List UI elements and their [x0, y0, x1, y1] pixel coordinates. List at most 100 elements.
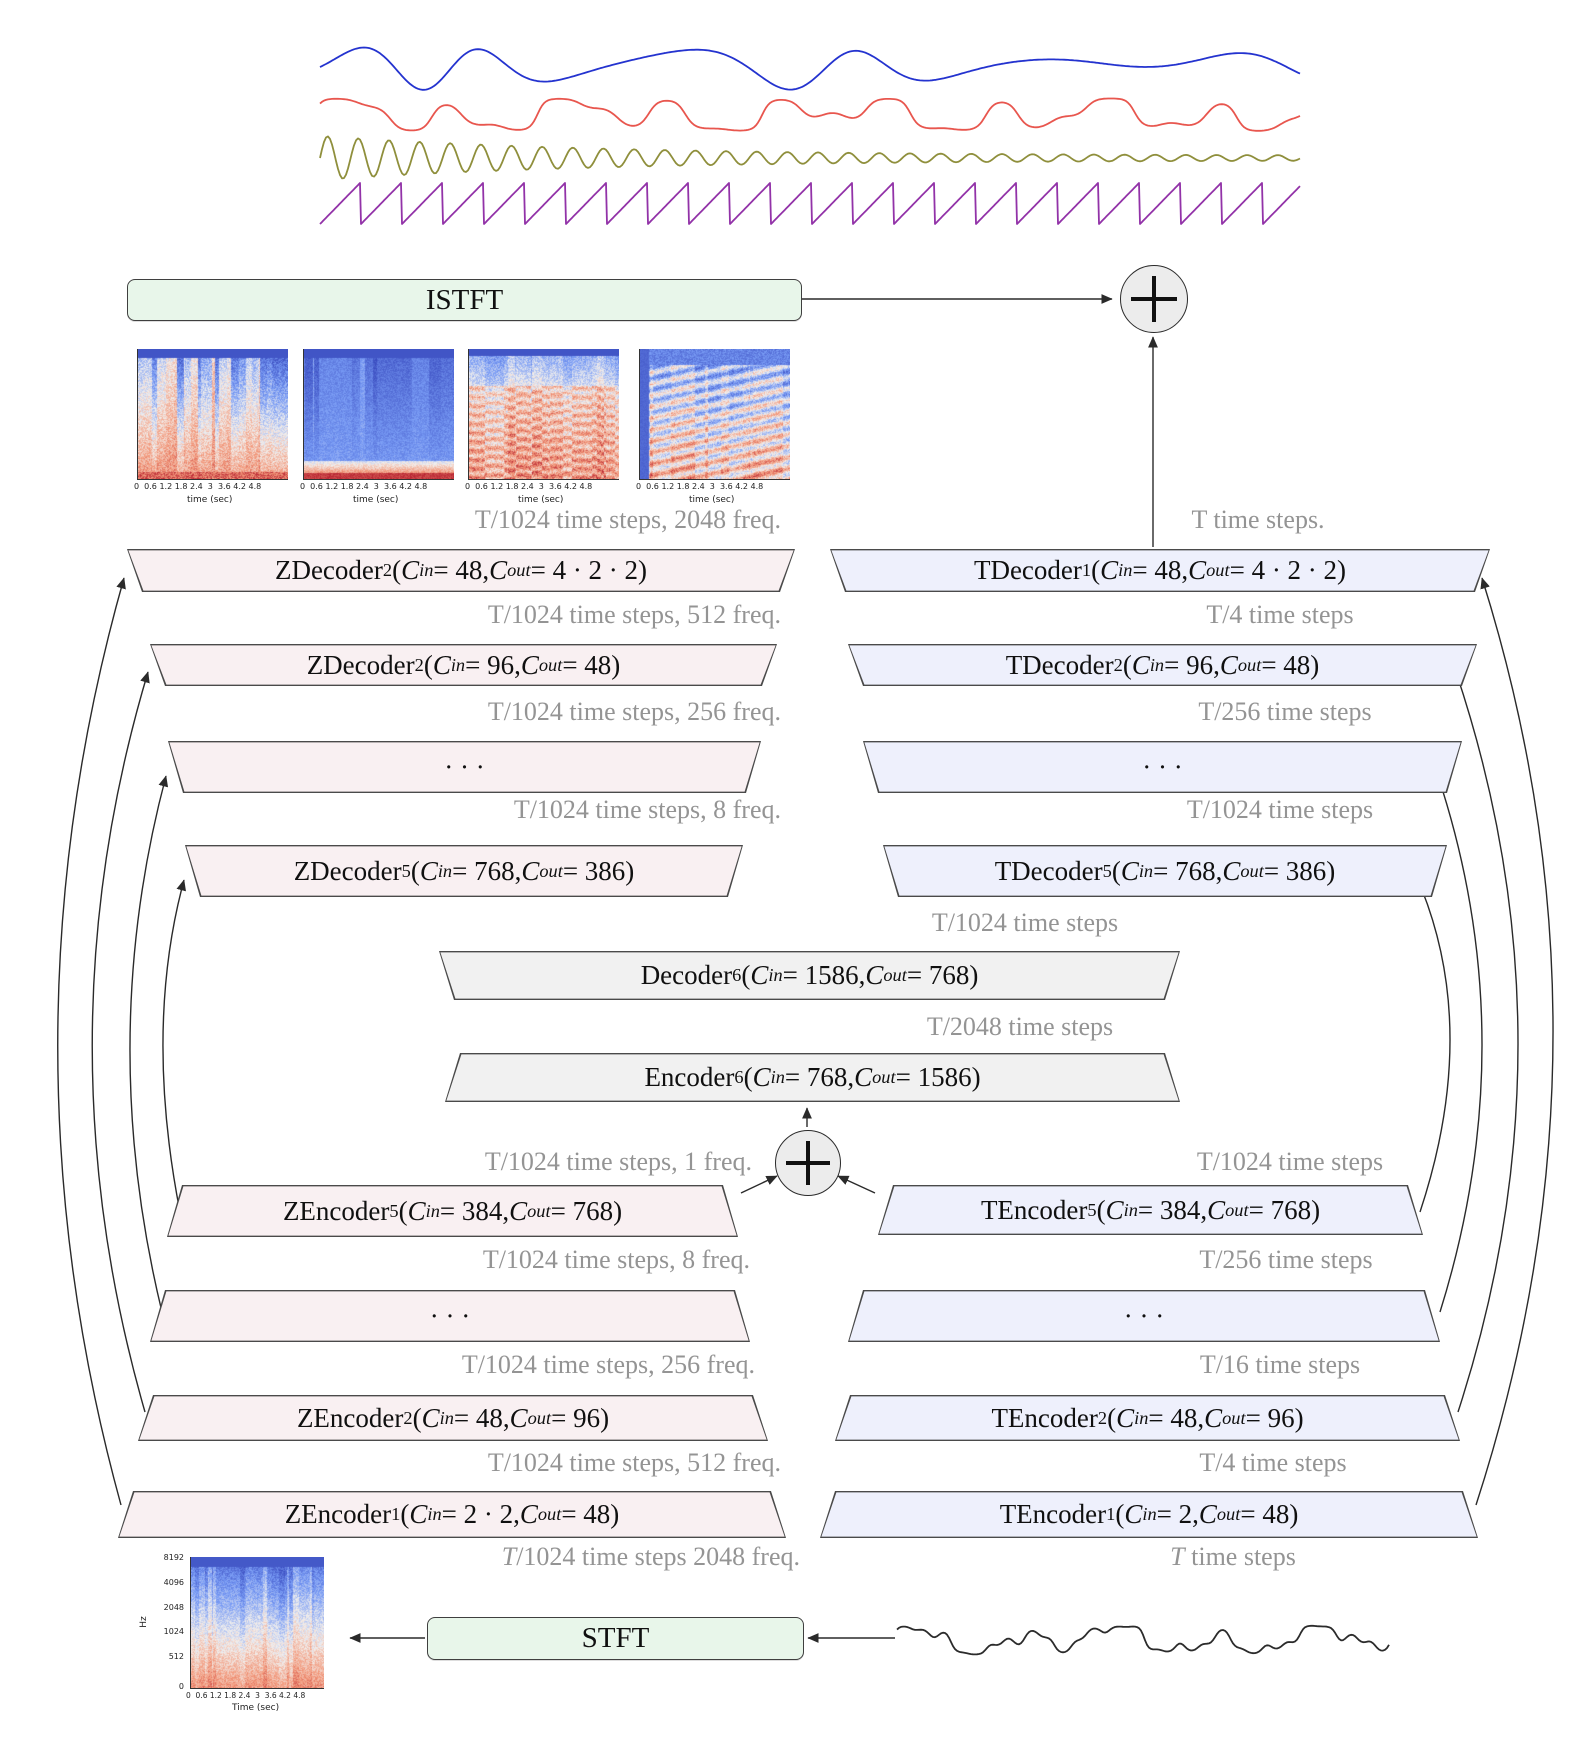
tencoder-ellipsis-label: · · ·	[1123, 1300, 1165, 1331]
spectrogram-xticks: 0 0.6 1.2 1.8 2.4 3 3.6 4.2 4.8	[134, 482, 262, 491]
caption-z-enc-3: T/1024 time steps, 256 freq.	[461, 1350, 755, 1379]
caption-t-out-1: T time steps.	[1191, 505, 1325, 534]
caption-t-enc-5: T/1024 time steps	[1196, 1147, 1384, 1176]
spectrogram-xlabel: time (sec)	[187, 495, 233, 505]
spectrogram-bass-image	[303, 349, 454, 480]
spectrogram-other: 0 0.6 1.2 1.8 2.4 3 3.6 4.2 4.8 time (se…	[465, 349, 619, 505]
spectrogram-ylabel: Hz	[138, 1616, 149, 1628]
spectrogram-vocals: 0 0.6 1.2 1.8 2.4 3 3.6 4.2 4.8 time (se…	[636, 349, 790, 505]
spectrogram-mixture: 8192 4096 2048 1024 512 0 Hz 0 0.6 1.2 1…	[139, 1553, 324, 1713]
spectrogram-xticks: 0 0.6 1.2 1.8 2.4 3 3.6 4.2 4.8	[636, 482, 764, 491]
skip-arrow-z1	[57, 577, 126, 1506]
spectrogram-vocals-image	[639, 349, 790, 480]
caption-z-enc-5: T/1024 time steps, 1 freq.	[484, 1147, 752, 1176]
zdecoder-ellipsis-label: · · ·	[444, 751, 485, 782]
caption-t-enc-3: T/16 time steps	[1199, 1350, 1361, 1379]
waveform-vocals-output	[319, 182, 1301, 225]
spectrogram-ytick: 1024	[163, 1627, 184, 1636]
spectrogram-ytick: 4096	[163, 1578, 184, 1587]
sum-node-bottleneck	[775, 1130, 841, 1196]
tdecoder-ellipsis-box: · · ·	[863, 741, 1462, 793]
arrow-zencoder5-to-sum	[740, 1175, 778, 1194]
skip-arrow-t2	[1454, 671, 1519, 1413]
stft-label: STFT	[581, 1622, 650, 1654]
caption-t-out-2: T/4 time steps	[1206, 600, 1354, 629]
caption-z-out-3: T/1024 time steps, 256 freq.	[487, 697, 781, 726]
arrow-tencoder5-to-sum	[837, 1175, 876, 1194]
istft-label: ISTFT	[425, 283, 504, 316]
spectrogram-xlabel: time (sec)	[518, 495, 564, 505]
caption-t-out-3: T/256 time steps	[1198, 697, 1372, 726]
spectrogram-other-image	[468, 349, 619, 480]
waveform-bass-output	[319, 97, 1301, 132]
zencoder-ellipsis-box: · · ·	[150, 1290, 750, 1342]
stft-box: STFT	[427, 1617, 804, 1660]
waveform-drums-output	[319, 46, 1301, 91]
zdecoder-ellipsis-box: · · ·	[168, 741, 761, 793]
caption-tdecoder5-in: T/1024 time steps	[931, 908, 1119, 937]
spectrogram-ytick: 512	[168, 1652, 184, 1661]
skip-arrow-z2	[91, 671, 150, 1413]
spectrogram-mixture-image	[190, 1557, 324, 1689]
spectrogram-xticks: 0 0.6 1.2 1.8 2.4 3 3.6 4.2 4.8	[465, 482, 593, 491]
skip-arrow-t4	[1417, 879, 1451, 1213]
istft-box: ISTFT	[127, 279, 802, 321]
caption-z-input: T/1024 time steps 2048 freq.	[501, 1542, 800, 1571]
caption-z-enc-4: T/1024 time steps, 8 freq.	[482, 1245, 750, 1274]
spectrogram-bass: 0 0.6 1.2 1.8 2.4 3 3.6 4.2 4.8 time (se…	[300, 349, 454, 505]
caption-z-out-1: T/1024 time steps, 2048 freq.	[474, 505, 781, 534]
spectrogram-xlabel: Time (sec)	[232, 1703, 280, 1713]
waveform-other-output	[319, 135, 1301, 180]
spectrogram-xlabel: time (sec)	[353, 495, 399, 505]
skip-arrow-z3	[129, 775, 169, 1313]
tdecoder-ellipsis-label: · · ·	[1142, 751, 1183, 782]
spectrogram-ytick: 0	[178, 1682, 184, 1691]
zencoder-ellipsis-label: · · ·	[429, 1300, 471, 1331]
caption-t-enc-2: T/4 time steps	[1199, 1448, 1347, 1477]
caption-t-input: T time steps	[1170, 1542, 1296, 1571]
caption-bottleneck: T/2048 time steps	[926, 1012, 1114, 1041]
caption-t-out-4: T/1024 time steps	[1186, 795, 1374, 824]
spectrogram-drums-image	[137, 349, 288, 480]
skip-arrow-t3	[1436, 775, 1483, 1313]
spectrogram-drums: 0 0.6 1.2 1.8 2.4 3 3.6 4.2 4.8 time (se…	[134, 349, 288, 505]
skip-arrow-z4	[162, 879, 186, 1213]
spectrogram-ytick: 2048	[163, 1603, 184, 1612]
caption-t-enc-4: T/256 time steps	[1199, 1245, 1373, 1274]
waveform-mixture-input	[896, 1624, 1390, 1656]
caption-z-enc-2: T/1024 time steps, 512 freq.	[487, 1448, 781, 1477]
spectrogram-ytick: 8192	[163, 1553, 184, 1562]
spectrogram-xlabel: time (sec)	[689, 495, 735, 505]
spectrogram-xticks: 0 0.6 1.2 1.8 2.4 3 3.6 4.2 4.8	[186, 1691, 306, 1700]
skip-arrow-t1	[1475, 577, 1554, 1506]
caption-z-out-4: T/1024 time steps, 8 freq.	[513, 795, 781, 824]
sum-node-output	[1120, 265, 1188, 333]
